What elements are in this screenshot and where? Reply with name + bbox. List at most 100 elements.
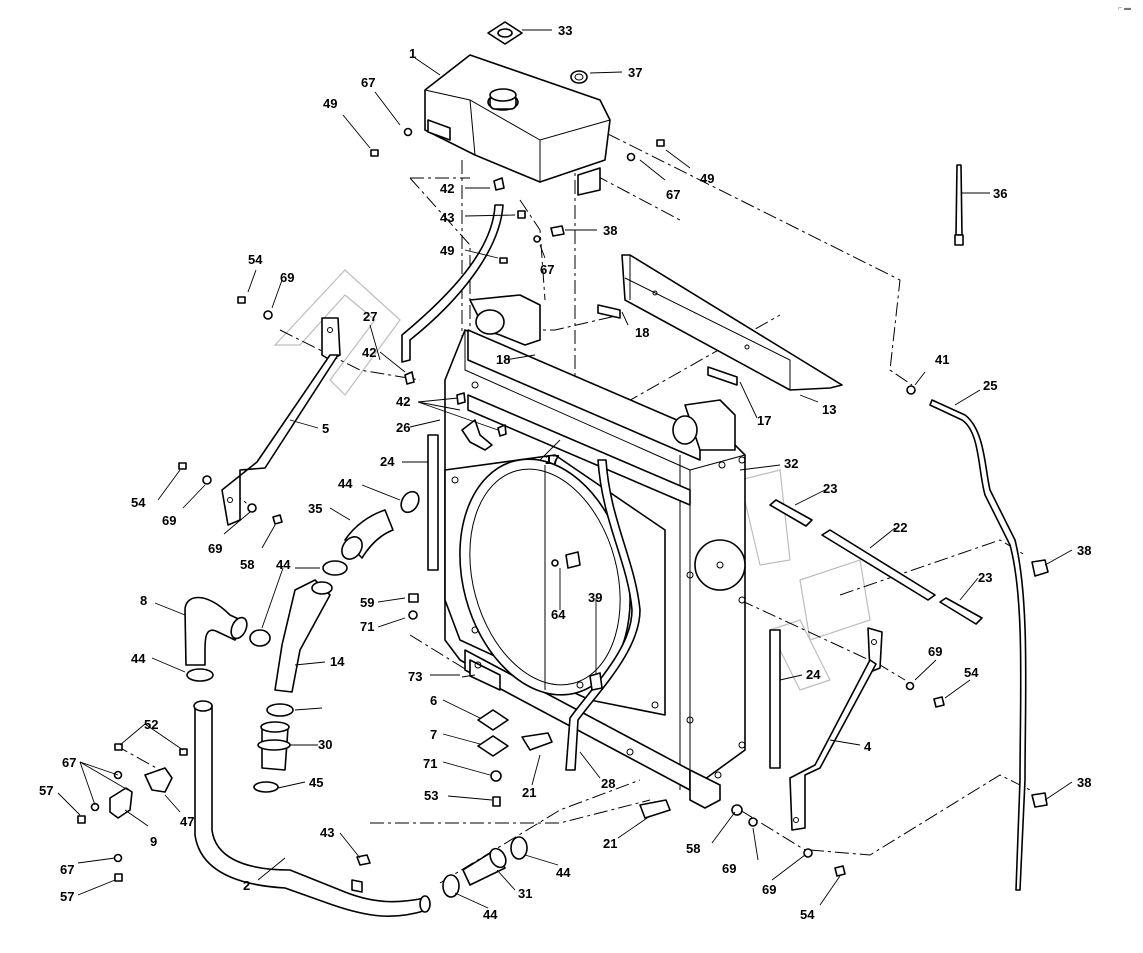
- part-label: 45: [309, 775, 323, 790]
- part-label: 42: [362, 345, 376, 360]
- part-label: 67: [60, 862, 74, 877]
- part-label: 13: [822, 402, 836, 417]
- clip-38-upper: [1031, 559, 1049, 577]
- plate-6: [477, 709, 509, 731]
- part-label: 42: [396, 394, 410, 409]
- clip-38-lower: [1031, 792, 1048, 808]
- part-label: 59: [360, 595, 374, 610]
- part-label: 38: [1077, 775, 1091, 790]
- fan-shroud: [444, 454, 666, 716]
- foam-strip-left: [427, 434, 439, 571]
- part-label: 27: [363, 309, 377, 324]
- part-label: 73: [408, 669, 422, 684]
- part-label: 67: [540, 262, 554, 277]
- part-label: 53: [424, 788, 438, 803]
- part-label: 67: [666, 187, 680, 202]
- part-label: 6: [430, 693, 437, 708]
- part-label: 37: [628, 65, 642, 80]
- part-label: 2: [243, 878, 250, 893]
- foam-strip-23a: [769, 499, 813, 527]
- part-label: 8: [140, 593, 147, 608]
- part-label: 33: [558, 23, 572, 38]
- part-label: 44: [276, 557, 291, 572]
- part-label: 49: [700, 171, 714, 186]
- hose-8: [184, 596, 248, 666]
- clamp-44-d: [266, 703, 294, 717]
- part-label: 57: [60, 889, 74, 904]
- part-label: 49: [440, 243, 454, 258]
- shim-17: [707, 366, 738, 386]
- part-label: 24: [806, 667, 821, 682]
- part-label: 44: [338, 476, 353, 491]
- part-label: 43: [440, 210, 454, 225]
- part-label: 44: [556, 865, 571, 880]
- part-label: 54: [131, 495, 146, 510]
- part-label: 52: [144, 717, 158, 732]
- clamp-44-c: [186, 668, 214, 682]
- support-rod-right: [789, 627, 883, 831]
- expansion-tank: [424, 54, 611, 196]
- part-label: 32: [784, 456, 798, 471]
- part-label: 69: [928, 644, 942, 659]
- foam-strip-23b: [939, 597, 983, 625]
- part-labels: 33 1 37 67 49 67 49 42 43 38 49 67 36 54…: [39, 23, 1091, 922]
- part-label: 24: [380, 454, 395, 469]
- plate-7: [477, 735, 509, 757]
- part-label: 9: [150, 834, 157, 849]
- part-label: 71: [360, 619, 374, 634]
- clamp-44-top: [400, 490, 420, 514]
- hose-26: [461, 419, 493, 451]
- part-label: 17: [545, 452, 559, 467]
- part-label: 44: [131, 651, 146, 666]
- part-label: 43: [320, 825, 334, 840]
- part-label: 71: [423, 756, 437, 771]
- part-label: 22: [893, 520, 907, 535]
- part-label: 35: [308, 501, 322, 516]
- shim-18: [597, 304, 621, 319]
- part-label: 57: [39, 783, 53, 798]
- part-label: 30: [318, 737, 332, 752]
- part-label: 69: [280, 270, 294, 285]
- part-label: 38: [1077, 543, 1091, 558]
- part-label: 36: [993, 186, 1007, 201]
- part-label: 69: [722, 861, 736, 876]
- part-label: 58: [686, 841, 700, 856]
- hose-28: [565, 459, 641, 771]
- part-label: 39: [588, 590, 602, 605]
- foam-strip-22: [821, 529, 936, 601]
- part-label: 54: [964, 665, 979, 680]
- upper-bracket: [621, 254, 843, 391]
- part-label: 25: [983, 378, 997, 393]
- part-label: 64: [551, 607, 566, 622]
- part-label: 17: [757, 413, 771, 428]
- fasteners: [77, 127, 945, 882]
- part-label: 7: [430, 727, 437, 742]
- part-label: 17: [545, 452, 559, 467]
- part-label: 18: [496, 352, 510, 367]
- hose-14: [274, 579, 333, 693]
- part-label: 49: [323, 96, 337, 111]
- cable-tie: [954, 164, 964, 246]
- part-label: 38: [603, 223, 617, 238]
- part-label: 23: [978, 570, 992, 585]
- part-label: 69: [762, 882, 776, 897]
- clamp-44-e: [442, 874, 460, 898]
- clamp-44-b: [249, 629, 271, 647]
- part-label: 31: [518, 886, 532, 901]
- part-label: 41: [935, 352, 949, 367]
- part-label: 67: [361, 75, 375, 90]
- part-label: 28: [601, 776, 615, 791]
- part-label: 5: [322, 421, 329, 436]
- hose-31: [462, 847, 507, 886]
- part-label: 26: [396, 420, 410, 435]
- filler-cap: [487, 21, 523, 45]
- part-label: 54: [248, 252, 263, 267]
- part-label: 4: [864, 739, 872, 754]
- part-label: 44: [483, 907, 498, 922]
- pipe-2: [193, 700, 431, 917]
- foam-strip-right: [769, 629, 781, 769]
- corner-mark: ⌐ ▬: [1118, 5, 1131, 12]
- connector-30: [257, 721, 291, 771]
